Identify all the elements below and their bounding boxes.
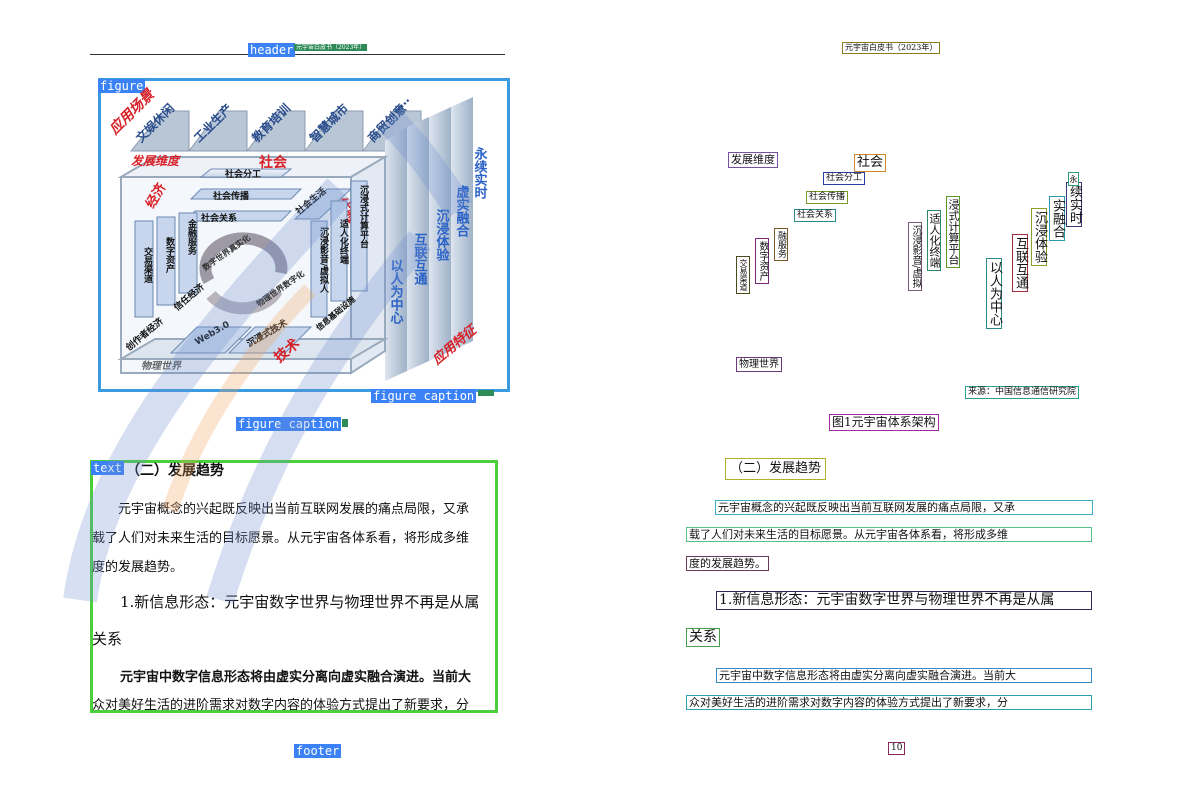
left-heading: （二）发展趋势 (126, 463, 224, 479)
left-para1-line1: 元宇宙概念的兴起既反映出当前互联网发展的痛点局限，又承 (118, 502, 470, 517)
feature-interconnect: 互联互通 (412, 233, 428, 286)
trade-channel: 交易渠道 (142, 246, 154, 284)
right-para2-line2: 众对美好生活的进阶需求对数字内容的体验方式提出了新要求，分 (686, 695, 1092, 710)
right-society: 社会 (854, 154, 887, 172)
left-h2-line1: 1.新信息形态：元宇宙数字世界与物理世界不再是从属 (120, 593, 480, 611)
physical-world-label: 物理世界 (141, 360, 182, 372)
right-adaptive-terminal: 适人化终端 (927, 210, 941, 271)
figure-box (98, 78, 510, 392)
header-tag: header (248, 43, 296, 57)
text-tag: text (91, 461, 124, 475)
feature-columns (385, 97, 473, 381)
right-heading: （二）发展趋势 (725, 458, 827, 480)
social-relation: 社会关系 (200, 212, 237, 224)
finance-service: 金融服务 (186, 218, 198, 256)
left-para1-line3: 度的发展趋势。 (92, 560, 184, 575)
right-immersive-video: 沉浸影音/虚拟 (908, 222, 922, 292)
header-rule (90, 54, 505, 55)
right-human-center: 以人为中心 (986, 258, 1002, 329)
right-h2-line2: 关系 (686, 628, 720, 647)
feature-human-center: 以人为中心 (388, 259, 404, 325)
right-physical-world: 物理世界 (736, 357, 782, 372)
right-immersive-exp: 沉浸体验 (1031, 208, 1047, 266)
left-para2-line2: 众对美好生活的进阶需求对数字内容的体验方式提出了新要求，分 (92, 698, 470, 713)
left-para2-line1: 元宇宙中数字信息形态将由虚实分离向虚实融合演进。当前大 (120, 670, 472, 685)
right-social-relation: 社会关系 (794, 209, 837, 222)
right-para1-line3: 度的发展趋势。 (686, 556, 769, 571)
right-social-spread: 社会传播 (806, 191, 849, 204)
right-digital-asset: 数字资产 (755, 238, 769, 284)
right-immersive-compute: 浸式计算平台 (946, 196, 960, 268)
figure-tag: figure (98, 79, 146, 93)
right-para2-line1: 元宇宙中数字信息形态将由虚实分离向虚实融合演进。当前大 (716, 668, 1092, 683)
right-dev-dim: 发展维度 (728, 152, 778, 168)
right-virtual-real: 实融合 (1049, 196, 1065, 241)
right-social-division: 社会分工 (823, 172, 866, 185)
top-tabs (129, 110, 422, 152)
right-para1-line1: 元宇宙概念的兴起既反映出当前互联网发展的痛点局限，又承 (715, 500, 1093, 515)
social-division: 社会分工 (224, 168, 261, 180)
right-header: 元宇宙白皮书（2023年） (842, 42, 941, 54)
right-interconnect: 互联互通 (1012, 234, 1028, 292)
left-para1-line2: 载了人们对未来生活的目标愿景。从元宇宙各体系看，将形成多维 (92, 531, 470, 546)
immersive-compute: 沉浸式计算平台 (358, 184, 369, 249)
world-cycle (199, 232, 288, 315)
society-label: 社会 (258, 154, 288, 171)
footer-tag: footer (294, 744, 342, 758)
right-para1-line2: 载了人们对未来生活的目标愿景。从元宇宙各体系看，将形成多维 (686, 527, 1092, 542)
metaverse-architecture-diagram: 文娱休闲 工业生产 教育培训 智慧城市 商贸创意 …… 应用场景 以人为中心 互… (105, 85, 489, 381)
adaptive-terminal: 适人化终端 (338, 218, 350, 265)
feature-sustainable: 永续实时 (472, 146, 489, 200)
right-trade: 交易渠道 (736, 256, 750, 294)
text-block-box (90, 460, 498, 713)
feature-immersive: 沉浸体验 (434, 208, 450, 262)
right-h2-line1: 1.新信息形态：元宇宙数字世界与物理世界不再是从属 (716, 591, 1092, 610)
feature-virtual-real: 虚实融合 (454, 184, 470, 238)
figure-caption-mark (478, 390, 494, 396)
immersive-video: 沉浸影音/虚拟人 (318, 226, 330, 293)
right-caption: 图1元宇宙体系架构 (829, 414, 939, 431)
right-page-number: 10 (888, 742, 906, 755)
left-h2-line2: 关系 (92, 630, 123, 648)
header-text-small: 元宇宙白皮书（2023年） (294, 44, 368, 51)
right-finance: 融服务 (774, 228, 788, 261)
digital-asset: 数字资产 (164, 236, 175, 274)
right-sustainable: 续实时 (1066, 182, 1082, 227)
figure-caption-tag-inner: figure caption (371, 389, 477, 403)
right-source: 来源：中国信息通信研究院 (965, 386, 1080, 399)
social-spread: 社会传播 (212, 190, 250, 202)
figure-caption-mark-2 (342, 419, 348, 427)
dev-dim-label: 发展维度 (131, 154, 181, 168)
right-sustainable-small: 永 (1068, 172, 1079, 186)
figure-caption-tag: figure caption (236, 417, 342, 431)
